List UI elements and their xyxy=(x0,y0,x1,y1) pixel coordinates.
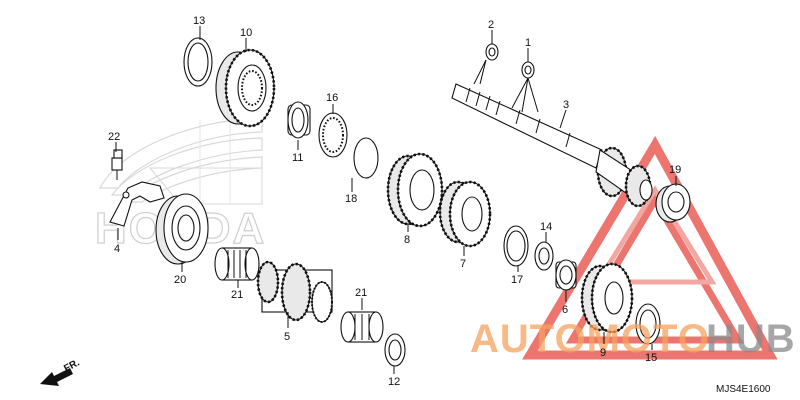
part-6-bushing xyxy=(555,259,577,291)
front-direction-label: FR. xyxy=(62,357,82,374)
callout-3: 3 xyxy=(563,99,569,111)
callout-16: 16 xyxy=(326,92,338,104)
part-20-ball-bearing xyxy=(155,193,209,265)
callout-20: 20 xyxy=(174,274,186,286)
callout-14: 14 xyxy=(540,221,552,233)
front-direction-arrow: FR. xyxy=(40,357,82,386)
part-21-needle-bearing-lower xyxy=(340,311,384,343)
automotohub-brand-suffix: HUB xyxy=(706,317,796,361)
callout-10: 10 xyxy=(240,27,252,39)
callout-6: 6 xyxy=(562,304,568,316)
part-13-snap-ring xyxy=(183,37,213,87)
callout-17: 17 xyxy=(511,274,523,286)
leader-lines xyxy=(115,26,677,374)
callout-1: 1 xyxy=(525,37,531,49)
part-2-collar xyxy=(485,43,499,61)
part-15-washer xyxy=(635,303,661,345)
part-3-mainshaft xyxy=(451,83,653,208)
callout-15: 15 xyxy=(645,352,657,364)
callout-21-upper: 21 xyxy=(231,289,243,301)
callout-11: 11 xyxy=(292,152,303,164)
callout-9: 9 xyxy=(600,347,606,359)
callout-8: 8 xyxy=(404,234,410,246)
part-12-thrust-washer xyxy=(384,333,406,367)
callout-4: 4 xyxy=(114,243,120,255)
part-7-gear xyxy=(438,180,492,248)
callout-13: 13 xyxy=(193,15,205,27)
part-19-bearing xyxy=(655,183,691,223)
callout-22: 22 xyxy=(108,131,120,143)
callout-5: 5 xyxy=(284,331,290,343)
part-18-snap-ring xyxy=(353,137,379,179)
part-9-gear xyxy=(580,262,634,334)
part-1-collar xyxy=(521,61,535,79)
part-5-countershaft-gear xyxy=(256,260,333,323)
callout-19: 19 xyxy=(669,164,681,176)
callout-2: 2 xyxy=(488,19,494,31)
part-17-snap-ring xyxy=(503,225,529,267)
callout-21-lower: 21 xyxy=(355,287,367,299)
callout-18: 18 xyxy=(345,193,357,205)
part-10-gear xyxy=(215,48,276,128)
part-11-bushing xyxy=(287,101,311,139)
part-16-splined-washer xyxy=(318,112,348,158)
part-14-washer xyxy=(534,241,554,271)
diagram-code: MJS4E1600 xyxy=(716,384,771,395)
honda-wing-watermark xyxy=(99,117,263,205)
callout-7: 7 xyxy=(460,258,466,270)
callout-12: 12 xyxy=(388,376,400,388)
part-4-set-plate xyxy=(109,181,165,227)
automotohub-brand-text: AUTOMOTO xyxy=(470,317,710,361)
part-22-bolt xyxy=(111,149,123,180)
part-21-needle-bearing-upper xyxy=(214,247,260,281)
part-8-gear xyxy=(386,152,444,228)
